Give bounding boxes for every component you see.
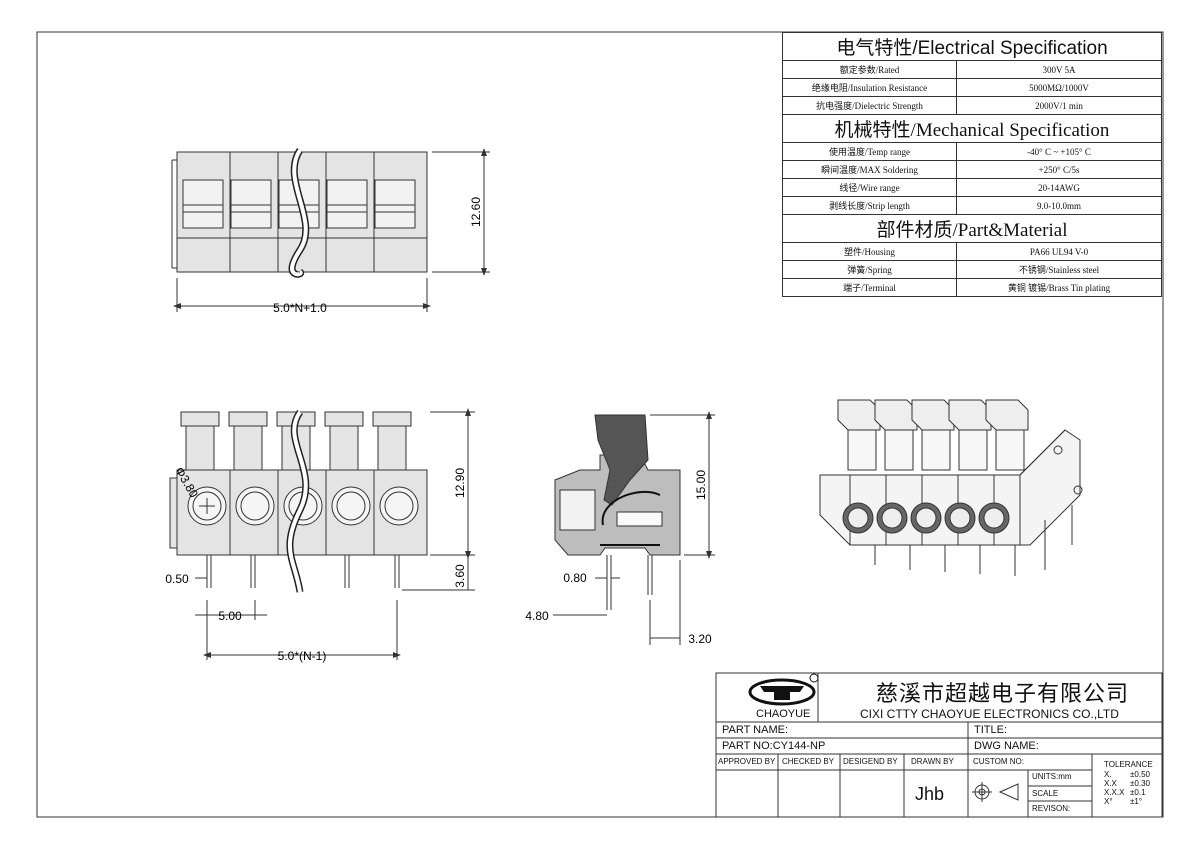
spec-value: 2000V/1 min — [956, 96, 1162, 115]
designed-by-label: DESIGEND BY — [843, 757, 898, 766]
spec-label: 绝缘电阻/Insulation Resistance — [782, 78, 957, 97]
dim-side-height: 15.00 — [694, 470, 708, 500]
company-name-cn: 慈溪市超越电子有限公司 — [876, 681, 1130, 706]
part-name-label: PART NAME: — [722, 724, 789, 736]
material-title: 部件材质/Part&Material — [782, 214, 1162, 243]
checked-by-label: CHECKED BY — [782, 757, 835, 766]
drawn-by-value: Jhb — [915, 784, 945, 804]
approved-by-label: APPROVED BY — [718, 757, 776, 766]
tolerance-title: TOLERANCE — [1104, 760, 1153, 769]
isometric-view — [819, 399, 1083, 576]
logo-text: CHAOYUE — [756, 708, 811, 720]
dim-pin-length: 3.60 — [453, 564, 467, 588]
custom-no-label: CUSTOM NO: — [973, 757, 1024, 766]
company-logo — [748, 673, 819, 706]
spec-value: 20-14AWG — [956, 178, 1162, 197]
drawn-by-label: DRAWN BY — [911, 757, 954, 766]
sheet-border — [36, 31, 1164, 818]
spec-value: PA66 UL94 V-0 — [956, 242, 1162, 261]
spec-value: 300V 5A — [956, 60, 1162, 79]
dim-pitch: 5.00 — [218, 609, 242, 623]
spec-value: +250° C/5s — [956, 160, 1162, 179]
units-label: UNITS:mm — [1032, 772, 1072, 781]
dim-top-width: 5.0*N+1.0 — [273, 301, 327, 315]
title-block-grid — [715, 672, 1163, 818]
spec-label: 额定参数/Rated — [782, 60, 957, 79]
dwg-name-label: DWG NAME: — [974, 740, 1039, 752]
tolerance-row: X°±1° — [1104, 797, 1143, 806]
tolerance-row: X.X.X±0.1 — [1104, 788, 1146, 797]
company-name-en: CIXI CTTY CHAOYUE ELECTRONICS CO.,LTD — [860, 707, 1119, 721]
scale-label: SCALE — [1032, 789, 1059, 798]
spec-label: 线径/Wire range — [782, 178, 957, 197]
dim-side-back: 3.20 — [688, 632, 712, 646]
dim-front-height: 12.90 — [453, 468, 467, 498]
projection-icon — [972, 782, 1019, 802]
spec-value: -40° C ~ +105° C — [956, 142, 1162, 161]
spec-label: 抗电强度/Dielectric Strength — [782, 96, 957, 115]
tolerance-row: X.±0.50 — [1104, 770, 1150, 779]
front-view — [169, 408, 475, 660]
spec-value: 5000MΩ/1000V — [956, 78, 1162, 97]
top-view-slots — [177, 152, 427, 272]
dim-side-offset: 4.80 — [525, 609, 549, 623]
electrical-title: 电气特性/Electrical Specification — [782, 32, 1162, 61]
spec-label: 使用温度/Temp range — [782, 142, 957, 161]
side-view — [553, 411, 715, 645]
tolerance-list: X.±0.50 X.X±0.30 X.X.X±0.1 X°±1° — [1104, 770, 1150, 806]
iso-levers — [837, 399, 1029, 471]
part-no-label: PART NO:CY144-NP — [722, 740, 826, 752]
dim-pin-width: 0.50 — [165, 572, 189, 586]
spec-value: 不锈钢/Stainless steel — [956, 260, 1162, 279]
mechanical-title: 机械特性/Mechanical Specification — [782, 114, 1162, 143]
spec-value: 9.0-10.0mm — [956, 196, 1162, 215]
top-view — [171, 148, 490, 312]
spec-label: 端子/Terminal — [782, 278, 957, 297]
dim-top-height: 12.60 — [469, 197, 483, 227]
spec-value: 黄铜 镀锡/Brass Tin plating — [956, 278, 1162, 297]
spec-label: 塑件/Housing — [782, 242, 957, 261]
spec-label: 瞬间温度/MAX Soldering — [782, 160, 957, 179]
dim-side-pin: 0.80 — [563, 571, 587, 585]
spec-label: 弹簧/Spring — [782, 260, 957, 279]
tolerance-row: X.X±0.30 — [1104, 779, 1150, 788]
spec-table: 电气特性/Electrical Specification 额定参数/Rated… — [782, 32, 1162, 297]
dim-span: 5.0*(N-1) — [278, 649, 327, 663]
revision-label: REVISON: — [1032, 804, 1071, 813]
spec-label: 剥线长度/Strip length — [782, 196, 957, 215]
title-label: TITLE: — [974, 724, 1008, 736]
